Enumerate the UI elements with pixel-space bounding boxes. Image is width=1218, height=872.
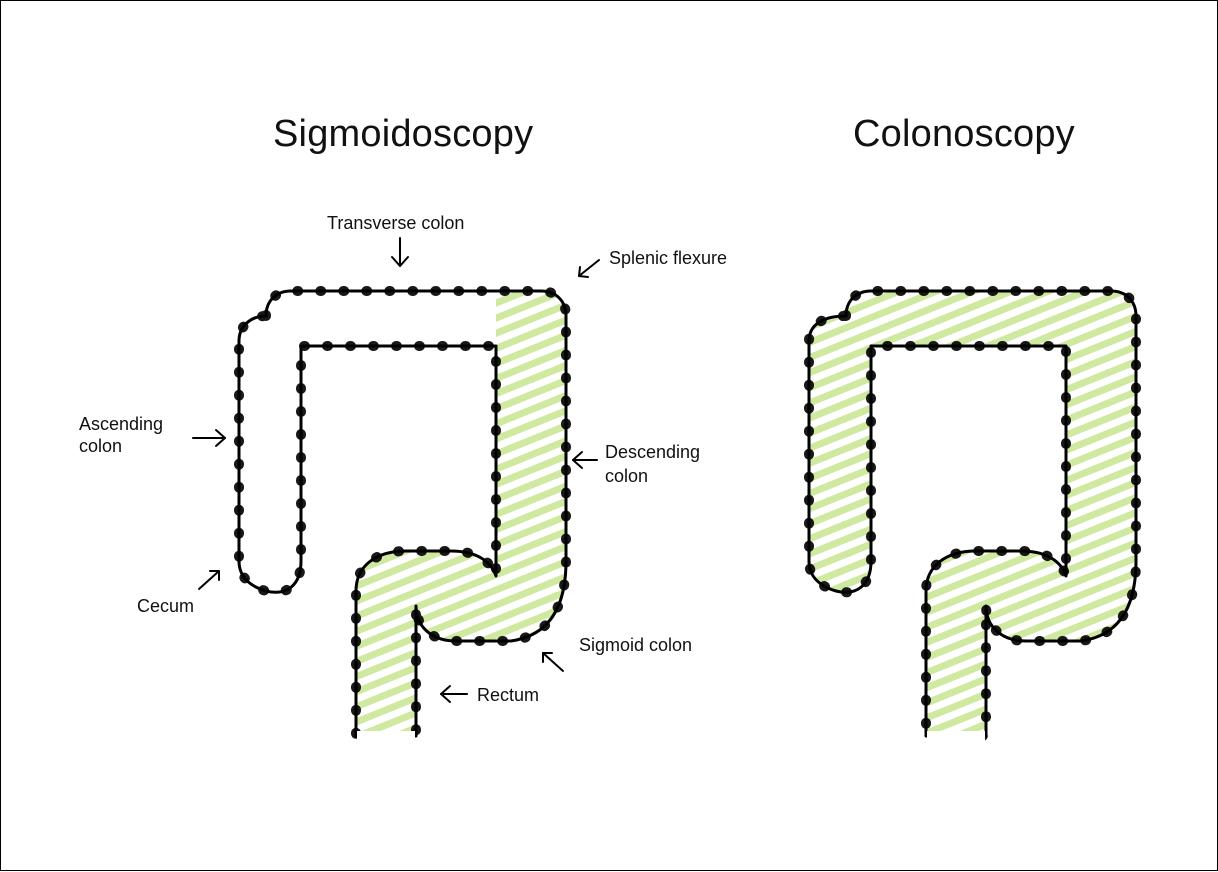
transverse-colon-label: Transverse colon — [327, 212, 464, 234]
cecum-arrow-icon — [199, 571, 219, 589]
descending-colon-label-line2: colon — [605, 465, 648, 487]
splenic-flexure-label: Splenic flexure — [609, 247, 727, 269]
colonoscopy-colon — [809, 291, 1136, 736]
rectum-label: Rectum — [477, 684, 539, 706]
ascending-colon-label-line1: Ascending — [79, 413, 163, 435]
ascending-arrow-icon — [193, 430, 225, 446]
transverse-arrow-icon — [392, 238, 408, 266]
sigmoidoscopy-colon — [239, 291, 566, 736]
descending-arrow-icon — [573, 452, 597, 468]
splenic-arrow-icon — [579, 260, 599, 277]
sigmoid-arrow-icon — [543, 653, 563, 671]
cecum-label: Cecum — [137, 595, 194, 617]
descending-colon-label-line1: Descending — [605, 441, 700, 463]
sigmoid-colon-label: Sigmoid colon — [579, 634, 692, 656]
ascending-colon-label-line2: colon — [79, 435, 122, 457]
rectum-arrow-icon — [441, 686, 467, 702]
